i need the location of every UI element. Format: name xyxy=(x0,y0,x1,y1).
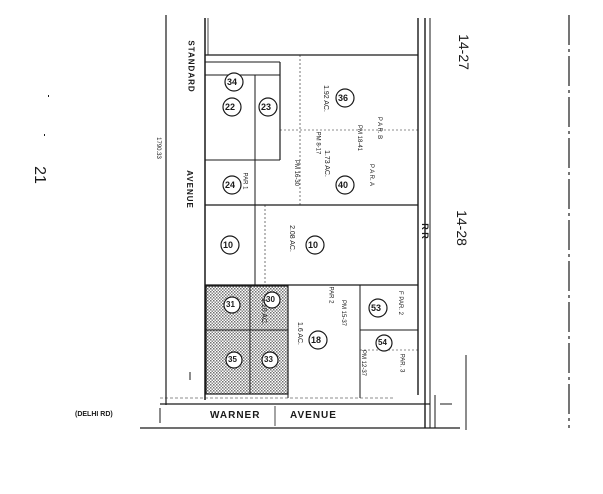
parcel-number-23: 23 xyxy=(261,102,272,112)
note-parb: P A R. B xyxy=(376,116,383,140)
note-par1: PAR 1 xyxy=(241,172,248,190)
area-10: 2.08 AC. xyxy=(287,225,295,252)
parcel-circle-18 xyxy=(308,330,328,350)
parcel-number-35: 35 xyxy=(228,355,237,364)
page-number: 21 xyxy=(30,166,48,184)
parcel-number-30: 30 xyxy=(266,295,275,304)
parcel-circle-36 xyxy=(335,88,355,108)
area-36: 1.92 AC. xyxy=(321,85,329,112)
parcel-circle-53 xyxy=(368,298,388,318)
map-ref-mid: 14-28 xyxy=(453,210,470,246)
parcel-circles xyxy=(220,72,393,369)
area-18: 1.6 AC. xyxy=(295,322,303,345)
note-pm1: PM 18-41 xyxy=(356,124,363,152)
railroad-label: R R xyxy=(419,223,430,239)
note-pm6: PM 12-37 xyxy=(360,349,367,377)
parcel-number-24: 24 xyxy=(225,180,236,190)
parcel-number-18: 18 xyxy=(311,335,322,345)
note-pm3: PM 16-30 xyxy=(293,159,300,187)
area-40: 1.73 AC. xyxy=(322,150,330,177)
parcel-number-54: 54 xyxy=(378,338,387,347)
parcel-circle-40 xyxy=(335,175,355,195)
note-par2: PAR 2 xyxy=(327,286,334,304)
parcel-number-31: 31 xyxy=(226,300,235,309)
parcel-number-10b: 10 xyxy=(308,240,319,250)
parcel-circle-10a xyxy=(220,235,240,255)
parcel-number-34: 34 xyxy=(227,77,238,87)
area-30: 1.10 AC. xyxy=(259,298,267,325)
note-pm5: PM 15-37 xyxy=(340,299,347,327)
parcel-number-22: 22 xyxy=(225,102,236,112)
street-warner-avenue: AVENUE xyxy=(290,410,337,421)
street-standard: STANDARD xyxy=(186,40,196,93)
note-par4: PAR. 3 xyxy=(398,353,405,373)
parcel-circle-10b xyxy=(305,235,325,255)
note-par3: F PAR. 2 xyxy=(396,291,403,315)
parcel-number-40: 40 xyxy=(338,180,349,190)
parcel-number-10a: 10 xyxy=(223,240,234,250)
map-ref-top: 14-27 xyxy=(455,34,472,70)
street-delhi-rd: (DELHI RD) xyxy=(75,411,113,418)
parcel-circle-22 xyxy=(222,97,242,117)
street-warner: WARNER xyxy=(210,410,261,421)
parcel-circle-24 xyxy=(222,175,242,195)
parcel-number-53: 53 xyxy=(371,303,382,313)
parcel-number-33: 33 xyxy=(264,355,273,364)
parcel-circle-33 xyxy=(261,351,279,369)
note-para: P A R. A xyxy=(367,164,374,186)
parcel-number-36: 36 xyxy=(338,93,349,103)
road-dimension: 1790.33 xyxy=(154,137,161,159)
parcel-circle-35 xyxy=(225,351,243,369)
street-standard-avenue: AVENUE xyxy=(184,170,194,209)
parcel-circle-54 xyxy=(375,334,393,352)
parcel-circle-34 xyxy=(224,72,244,92)
parcel-circle-31 xyxy=(223,296,241,314)
parcel-circle-30 xyxy=(263,291,281,309)
parcel-circle-23 xyxy=(258,97,278,117)
note-pm2: PM 8-17 xyxy=(314,131,321,155)
